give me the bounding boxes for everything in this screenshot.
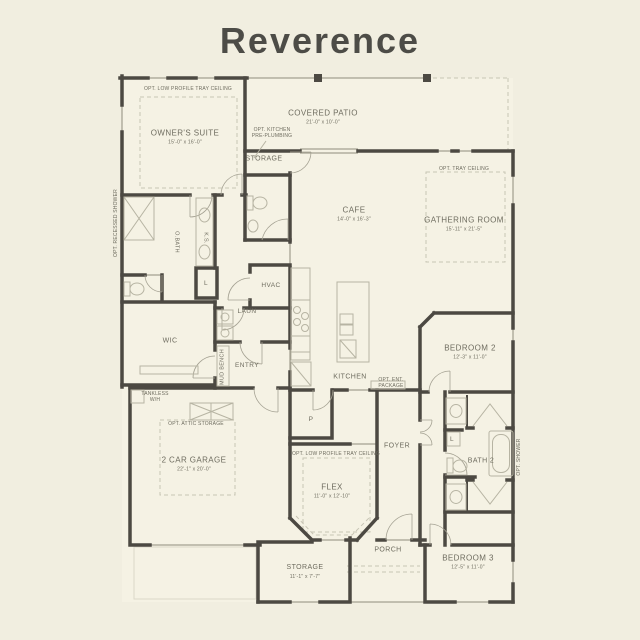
refrigerator bbox=[290, 361, 312, 387]
room-gathering: GATHERING ROOM 15'-11" x 21'-5" bbox=[424, 215, 504, 232]
label-tankless-wh: TANKLESS W/H bbox=[141, 391, 169, 403]
patio-posts bbox=[314, 74, 431, 82]
label-opt-attic-storage: OPT. ATTIC STORAGE bbox=[168, 420, 224, 427]
room-label-bath2: BATH 2 bbox=[467, 457, 495, 465]
label-opt-shower: OPT. SHOWER bbox=[515, 438, 522, 476]
room-label-foyer: FOYER bbox=[383, 442, 411, 450]
powder-toilet bbox=[246, 195, 268, 233]
room-label-hvac: HVAC bbox=[261, 281, 281, 289]
label-opt-tray-owner: OPT. LOW PROFILE TRAY CEILING bbox=[143, 85, 233, 92]
label-opt-ent-package: OPT. ENT. PACKAGE bbox=[378, 377, 404, 389]
room-storage-upper: STORAGE bbox=[246, 156, 283, 165]
room-label-bedroom3: BEDROOM 3 bbox=[442, 553, 494, 563]
room-label-cafe: CAFE bbox=[342, 205, 366, 215]
label-opt-recessed-shower: OPT. RECESSED SHOWER bbox=[112, 189, 119, 257]
fixtures bbox=[123, 140, 514, 511]
room-dims-gathering: 15'-11" x 21'-5" bbox=[445, 226, 483, 233]
room-bedroom3: BEDROOM 3 12'-5" x 11'-0" bbox=[442, 553, 494, 570]
label-linen-obath: L bbox=[203, 279, 209, 287]
plan-interior bbox=[122, 78, 513, 602]
owners-shower bbox=[123, 196, 155, 241]
linen-closet-box bbox=[446, 431, 461, 447]
door-swings bbox=[144, 151, 468, 546]
label-knee-space: K.S. bbox=[202, 232, 209, 244]
plan-title: Reverence bbox=[219, 20, 421, 61]
room-dims-covered-patio: 21'-0" x 10'-0" bbox=[306, 119, 340, 126]
room-label-bedroom2: BEDROOM 2 bbox=[444, 343, 496, 353]
label-opt-tray-flex: OPT. LOW PROFILE TRAY CEILING bbox=[291, 450, 381, 457]
room-label-storage-lower: STORAGE bbox=[286, 564, 324, 571]
room-covered-patio: COVERED PATIO 21'-0" x 10'-0" bbox=[288, 108, 358, 125]
room-laundry: LAUN bbox=[238, 308, 257, 316]
bath2-vanity-bottom bbox=[445, 483, 467, 511]
room-dims-bedroom3: 12'-5" x 11'-0" bbox=[451, 564, 485, 571]
room-bedroom2: BEDROOM 2 12'-3" x 11'-0" bbox=[444, 343, 496, 360]
room-pantry: P bbox=[309, 416, 314, 424]
room-storage-lower: STORAGE 11'-1" x 7'-7" bbox=[287, 564, 324, 580]
room-label-obath: O.BATH bbox=[173, 231, 180, 253]
room-label-laundry: LAUN bbox=[237, 307, 257, 315]
room-bath2: BATH 2 bbox=[468, 458, 494, 467]
room-dims-storage-lower: 11'-1" x 7'-7" bbox=[289, 573, 321, 580]
attic-ladder bbox=[189, 402, 234, 421]
room-label-wic: WIC bbox=[162, 337, 178, 345]
room-label-flex: FLEX bbox=[321, 482, 343, 492]
room-label-garage: 2 CAR GARAGE bbox=[161, 455, 227, 465]
label-mud-bench: MUD BENCH bbox=[219, 348, 226, 386]
room-label-pantry: P bbox=[308, 415, 314, 423]
driveway-outline bbox=[133, 546, 257, 600]
room-dims-owners-suite: 15'-0" x 16'-0" bbox=[168, 139, 202, 146]
bath2-tub bbox=[488, 430, 514, 477]
label-opt-tray-gathering: OPT. TRAY CEILING bbox=[438, 165, 490, 172]
dashed-option-lines bbox=[139, 77, 509, 573]
room-label-covered-patio: COVERED PATIO bbox=[288, 108, 358, 118]
kitchen-island bbox=[336, 281, 370, 363]
owners-toilet bbox=[123, 281, 145, 297]
room-wic: WIC bbox=[163, 338, 178, 347]
room-foyer: FOYER bbox=[384, 443, 410, 452]
label-opt-kitchen-preplumb: OPT. KITCHEN PRE-PLUMBING bbox=[251, 127, 293, 139]
owners-vanity bbox=[195, 197, 214, 267]
room-porch: PORCH bbox=[374, 547, 401, 556]
kitchen-counter bbox=[290, 267, 311, 361]
room-label-kitchen: KITCHEN bbox=[333, 373, 367, 381]
room-label-entry: ENTRY bbox=[235, 361, 259, 369]
closet-bifold-doors bbox=[472, 403, 508, 505]
window-and-opening-lines bbox=[121, 77, 514, 603]
tankless-water-heater bbox=[130, 389, 145, 404]
room-garage: 2 CAR GARAGE 22'-1" x 20'-0" bbox=[162, 455, 227, 472]
room-hvac: HVAC bbox=[261, 282, 280, 290]
bath2-vanity-top bbox=[445, 397, 467, 425]
room-label-storage-upper: STORAGE bbox=[245, 155, 283, 163]
wic-shelf bbox=[139, 365, 199, 375]
room-dims-garage: 22'-1" x 20'-0" bbox=[177, 466, 211, 473]
room-cafe: CAFE 14'-0" x 16'-3" bbox=[337, 205, 371, 222]
room-owners-suite: OWNER'S SUITE 15'-0" x 16'-0" bbox=[151, 128, 220, 145]
room-label-owners-suite: OWNER'S SUITE bbox=[150, 128, 220, 138]
room-flex: FLEX 11'-0" x 12'-10" bbox=[314, 482, 350, 499]
room-entry: ENTRY bbox=[235, 362, 259, 370]
walls bbox=[118, 74, 515, 604]
ent-package-niche bbox=[370, 380, 406, 390]
room-kitchen: KITCHEN bbox=[333, 374, 367, 383]
room-dims-bedroom2: 12'-3" x 11'-0" bbox=[453, 354, 487, 361]
bath2-toilet bbox=[446, 457, 468, 474]
room-dims-flex: 11'-0" x 12'-10" bbox=[313, 493, 351, 500]
washer-dryer bbox=[216, 309, 234, 341]
room-label-porch: PORCH bbox=[374, 546, 402, 554]
room-label-gathering: GATHERING ROOM bbox=[424, 215, 504, 225]
mud-bench-seat bbox=[216, 345, 230, 387]
label-linen-bath2: L bbox=[449, 435, 455, 443]
preplumb-leader bbox=[253, 140, 267, 159]
room-dims-cafe: 14'-0" x 16'-3" bbox=[337, 216, 371, 223]
